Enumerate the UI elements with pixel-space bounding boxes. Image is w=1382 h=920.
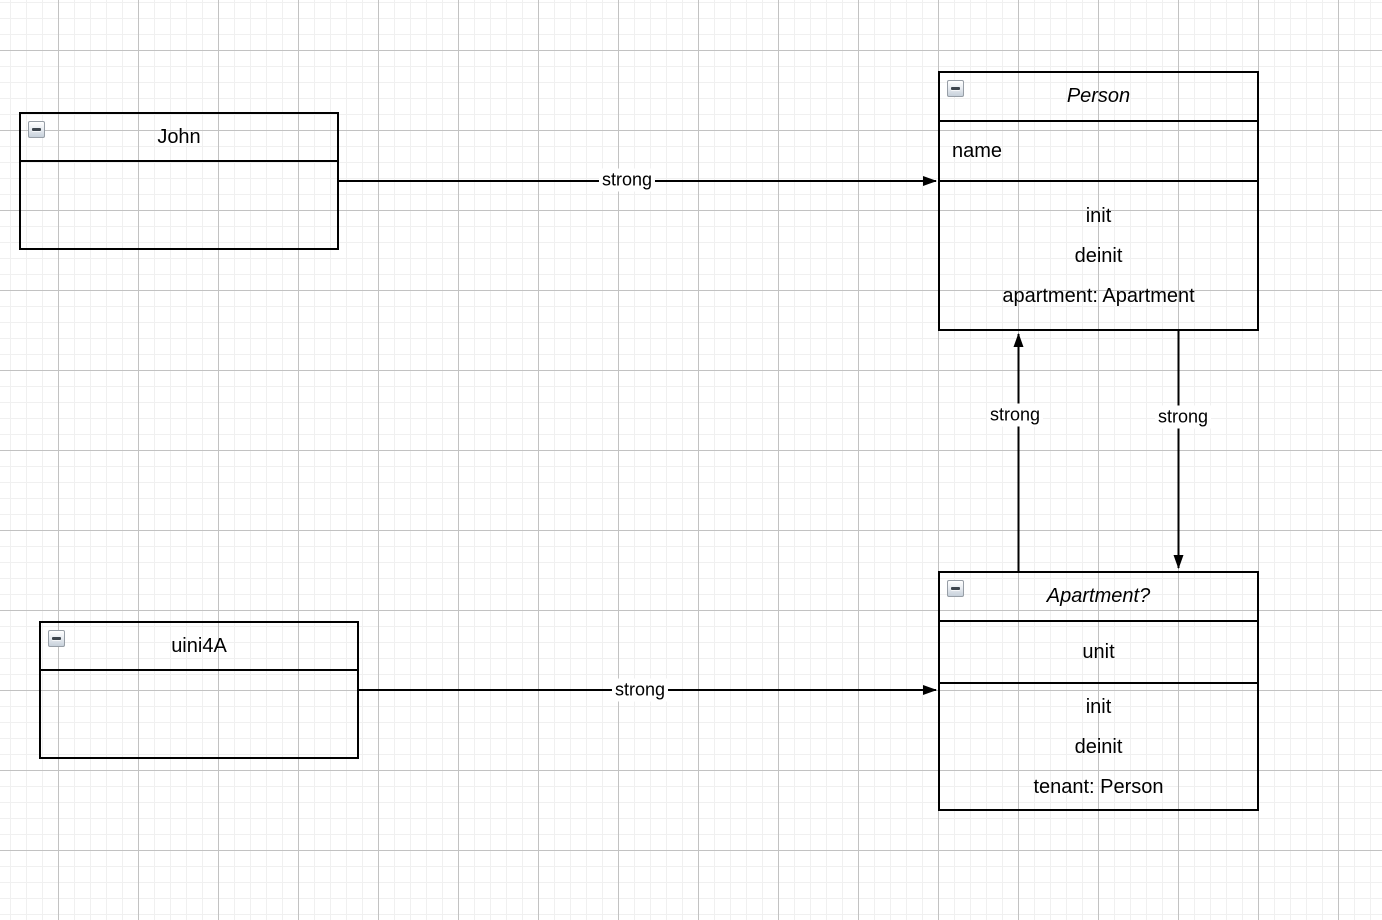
collapse-minus-icon[interactable] xyxy=(947,80,964,97)
edge-label-person-to-apartment[interactable]: strong xyxy=(1154,405,1212,429)
method-deinit: deinit xyxy=(1074,735,1123,758)
node-apartment-header: Apartment? xyxy=(940,573,1257,622)
method-init: init xyxy=(1085,204,1112,227)
node-john-header: John xyxy=(21,114,337,162)
edge-label-john-to-person[interactable]: strong xyxy=(598,168,656,192)
method-tenant: tenant: Person xyxy=(1033,775,1164,798)
attribute-unit: unit xyxy=(1082,640,1115,663)
node-apartment-title: Apartment? xyxy=(1046,585,1151,607)
node-person-methods: init deinit apartment: Apartment xyxy=(940,182,1257,329)
node-uini4a[interactable]: uini4A xyxy=(39,621,359,759)
node-apartment[interactable]: Apartment? unit init deinit tenant: Pers… xyxy=(938,571,1259,811)
node-john-body xyxy=(21,162,337,248)
node-uini4a-header: uini4A xyxy=(41,623,357,671)
collapse-minus-icon[interactable] xyxy=(28,121,45,138)
method-deinit: deinit xyxy=(1074,244,1123,267)
node-uini4a-title: uini4A xyxy=(171,634,227,657)
node-person-header: Person xyxy=(940,73,1257,122)
collapse-minus-icon[interactable] xyxy=(947,580,964,597)
edge-label-uini4a-to-apartment[interactable]: strong xyxy=(611,678,669,702)
method-apartment: apartment: Apartment xyxy=(1002,284,1195,307)
node-person-title: Person xyxy=(1066,85,1131,107)
collapse-minus-icon[interactable] xyxy=(48,630,65,647)
node-apartment-methods: init deinit tenant: Person xyxy=(940,684,1257,809)
edge-label-apartment-to-person[interactable]: strong xyxy=(986,403,1044,427)
node-uini4a-body xyxy=(41,671,357,757)
node-apartment-attributes: unit xyxy=(940,622,1257,684)
node-john-title: John xyxy=(157,125,201,148)
node-person-attributes: name xyxy=(940,122,1257,182)
node-john[interactable]: John xyxy=(19,112,339,250)
node-person[interactable]: Person name init deinit apartment: Apart… xyxy=(938,71,1259,331)
method-init: init xyxy=(1085,695,1112,718)
attribute-name: name xyxy=(952,139,1003,162)
